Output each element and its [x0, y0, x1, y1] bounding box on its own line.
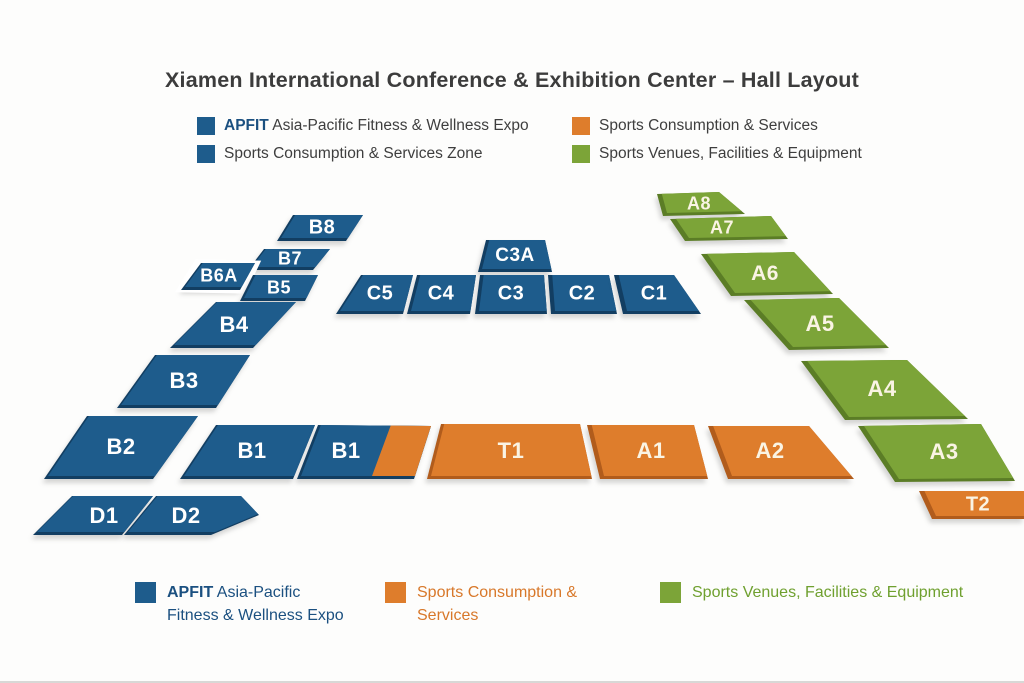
- legend-swatch-orange: [385, 582, 406, 603]
- legend-swatch-blue: [197, 117, 215, 135]
- apfit-brand-text: APFIT: [167, 584, 214, 601]
- hall-t2-label: T2: [965, 493, 991, 516]
- hall-c3-label: C3: [497, 282, 525, 305]
- hall-b8-label: B8: [308, 216, 336, 239]
- bottom-divider: [0, 681, 1024, 683]
- legend-label-text: Sports Consumption & Services Zone: [224, 145, 483, 162]
- hall-b7-label: B7: [277, 248, 303, 269]
- legend-top-item-consumption: Sports Consumption & Services: [572, 116, 818, 136]
- legend-line2: Fitness & Wellness Expo: [167, 607, 344, 625]
- legend-line1: Sports Venues, Facilities & Equipment: [692, 584, 964, 601]
- legend-label: Sports Consumption & Services: [417, 581, 577, 627]
- legend-swatch-green: [572, 145, 590, 163]
- legend-swatch-blue: [135, 582, 156, 603]
- legend-line1: Asia-Pacific: [216, 584, 301, 601]
- apfit-brand-text: APFIT: [224, 117, 269, 134]
- legend-swatch-green: [660, 582, 681, 603]
- hall-a7-label: A7: [709, 217, 735, 238]
- hall-b3-label: B3: [169, 368, 199, 393]
- legend-bottom-item-venues: Sports Venues, Facilities & Equipment: [660, 581, 963, 604]
- legend-top-item-zone: Sports Consumption & Services Zone: [197, 144, 482, 164]
- legend-line1: Sports Consumption &: [417, 584, 578, 601]
- hall-c2-label: C2: [568, 282, 596, 305]
- hall-c4-label: C4: [427, 282, 455, 305]
- hall-d2-label: D2: [171, 503, 201, 528]
- legend-label: Sports Consumption & Services: [599, 117, 818, 135]
- hall-a2-label: A2: [755, 438, 785, 463]
- legend-swatch-blue: [197, 145, 215, 163]
- hall-c3a-label: C3A: [495, 245, 535, 266]
- hall-b1-east-label: B1: [331, 438, 361, 463]
- legend-bottom-item-consumption: Sports Consumption & Services: [385, 581, 577, 627]
- hall-b6a-label: B6A: [200, 265, 238, 286]
- legend-label: APFIT Asia-Pacific Fitness & Wellness Ex…: [224, 117, 529, 135]
- hall-a5-label: A5: [805, 311, 835, 336]
- legend-label-text: Asia-Pacific Fitness & Wellness Expo: [272, 117, 529, 134]
- hall-c1-label: C1: [640, 282, 668, 305]
- legend-label-text: Sports Venues, Facilities & Equipment: [599, 145, 862, 162]
- hall-b4-label: B4: [219, 312, 249, 337]
- legend-top-item-apfit: APFIT Asia-Pacific Fitness & Wellness Ex…: [197, 116, 529, 136]
- diagram-title: Xiamen International Conference & Exhibi…: [165, 68, 859, 92]
- legend-top-item-venues: Sports Venues, Facilities & Equipment: [572, 144, 862, 164]
- legend-label: Sports Venues, Facilities & Equipment: [692, 581, 963, 604]
- legend-label-text: Sports Consumption & Services: [599, 117, 818, 134]
- hall-b5-label: B5: [266, 277, 292, 298]
- hall-c5-label: C5: [366, 282, 394, 305]
- hall-b1-west-label: B1: [237, 438, 267, 463]
- hall-a4-label: A4: [867, 376, 897, 401]
- hall-a3-label: A3: [929, 439, 959, 464]
- legend-label: Sports Venues, Facilities & Equipment: [599, 145, 862, 163]
- legend-label: Sports Consumption & Services Zone: [224, 145, 482, 163]
- hall-a8-label: A8: [686, 193, 712, 214]
- hall-a1-label: A1: [636, 438, 666, 463]
- legend-line2: Services: [417, 607, 479, 625]
- hall-d1-label: D1: [89, 503, 119, 528]
- hall-b2-label: B2: [106, 434, 136, 459]
- hall-t1-label: T1: [497, 438, 525, 463]
- legend-swatch-orange: [572, 117, 590, 135]
- hall-a6-label: A6: [751, 262, 779, 285]
